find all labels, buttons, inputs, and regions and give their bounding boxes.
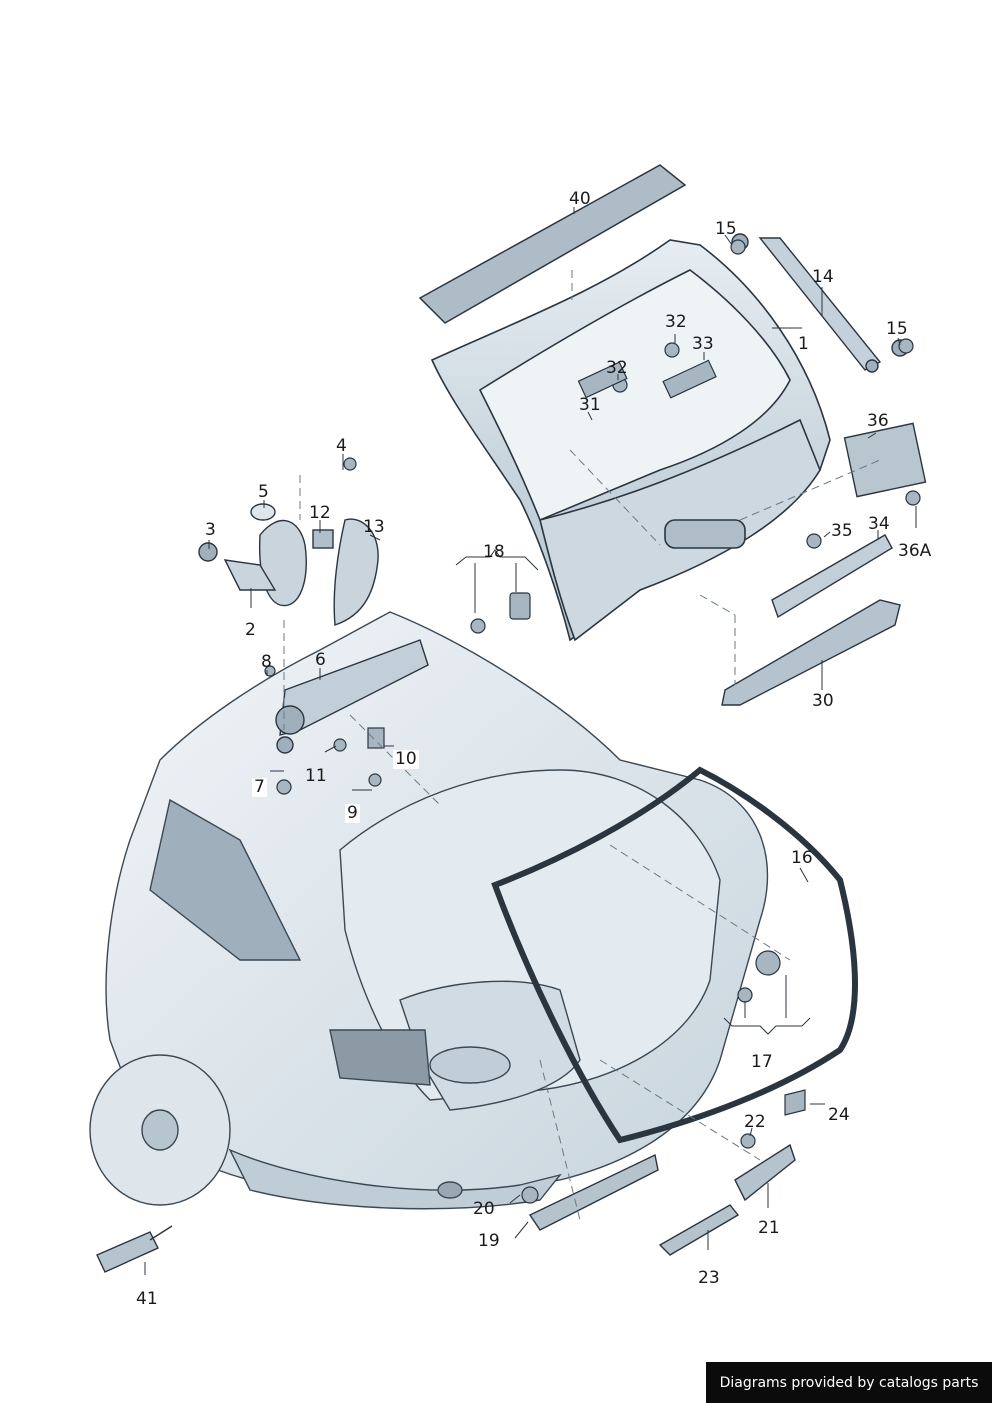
callout-8: 8 <box>261 652 272 672</box>
callout-1: 1 <box>798 334 809 354</box>
callout-7: 7 <box>252 777 267 797</box>
callout-13: 13 <box>363 517 385 537</box>
callout-5: 5 <box>258 482 269 502</box>
callout-24: 24 <box>828 1105 850 1125</box>
callout-21: 21 <box>758 1218 780 1238</box>
handle-panel <box>721 599 901 706</box>
callout-16: 16 <box>791 848 813 868</box>
callout-30: 30 <box>812 691 834 711</box>
callout-35: 35 <box>831 521 853 541</box>
callout-40: 40 <box>569 189 591 209</box>
spoiler <box>418 164 687 324</box>
leader-lines <box>144 207 917 1275</box>
callout-22: 22 <box>744 1112 766 1132</box>
actuator <box>275 639 429 754</box>
callout-19: 19 <box>478 1231 500 1251</box>
callout-15a: 15 <box>715 219 737 239</box>
callout-32a: 32 <box>606 358 628 378</box>
callout-14: 14 <box>812 267 834 287</box>
callout-23: 23 <box>698 1268 720 1288</box>
lock-parts <box>528 1143 796 1256</box>
callout-20: 20 <box>473 1199 495 1219</box>
cylinder <box>96 1225 173 1273</box>
callout-12: 12 <box>309 503 331 523</box>
assembly-lines <box>283 270 881 1221</box>
callout-6: 6 <box>315 650 326 670</box>
fasteners <box>264 239 921 1204</box>
callout-36: 36 <box>867 411 889 431</box>
callout-2: 2 <box>245 620 256 640</box>
callout-31: 31 <box>579 395 601 415</box>
license-plate <box>843 422 927 498</box>
tailgate <box>430 239 831 642</box>
callout-4: 4 <box>336 436 347 456</box>
car-body <box>89 611 769 1210</box>
trim-strip <box>771 534 893 619</box>
callout-10: 10 <box>393 749 419 769</box>
callout-11: 11 <box>305 766 327 786</box>
callout-18: 18 <box>483 542 505 562</box>
callout-34: 34 <box>868 514 890 534</box>
callout-33: 33 <box>692 334 714 354</box>
callout-32b: 32 <box>665 312 687 332</box>
callout-17: 17 <box>751 1052 773 1072</box>
callout-41: 41 <box>136 1289 158 1309</box>
callout-36A: 36A <box>898 541 932 561</box>
tailgate-seal <box>491 766 858 1144</box>
callout-15b: 15 <box>886 319 908 339</box>
callout-9: 9 <box>345 803 360 823</box>
callout-3: 3 <box>205 520 216 540</box>
hinge-group <box>198 503 379 626</box>
credit-banner: Diagrams provided by catalogs parts <box>706 1362 992 1403</box>
